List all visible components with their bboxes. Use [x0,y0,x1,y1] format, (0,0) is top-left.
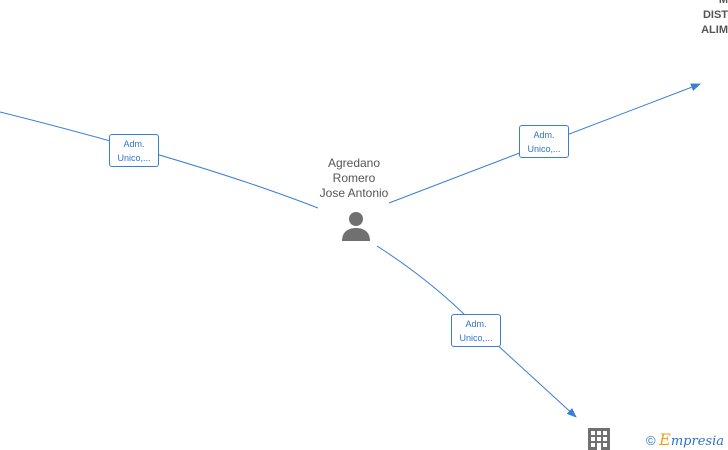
copyright-symbol: © [645,433,656,448]
company-name-line-1: M [718,0,728,6]
edge-label-detail: Unico,... [459,333,493,343]
edge-label-role: Adm. [123,139,145,149]
edge-label-top-right[interactable]: Adm. Unico,... [519,125,569,158]
edge-label-bottom[interactable]: Adm. Unico,... [451,314,501,347]
edge-left [0,111,319,209]
person-icon[interactable] [340,210,372,242]
person-node-name[interactable]: Agredano Romero Jose Antonio [300,156,408,201]
brand-logo-text: mpresia [670,434,724,449]
edge-label-detail: Unico,... [117,153,151,163]
person-name-line-3: Jose Antonio [319,186,389,200]
edge-label-role: Adm. [465,319,487,329]
brand-logo-initial: E [659,430,671,449]
person-name-line-2: Romero [332,171,376,185]
edge-label-detail: Unico,... [527,144,561,154]
company-name-line-3: ALIM [701,24,728,36]
company-name-line-2: DIST [702,9,728,21]
building-icon[interactable] [588,428,610,450]
company-name-top-right[interactable]: M DIST ALIM [701,0,728,38]
edge-label-role: Adm. [533,130,555,140]
edge-label-left[interactable]: Adm. Unico,... [109,134,159,167]
person-name-line-1: Agredano [327,156,381,170]
empresia-watermark: © Empresia [646,430,724,449]
